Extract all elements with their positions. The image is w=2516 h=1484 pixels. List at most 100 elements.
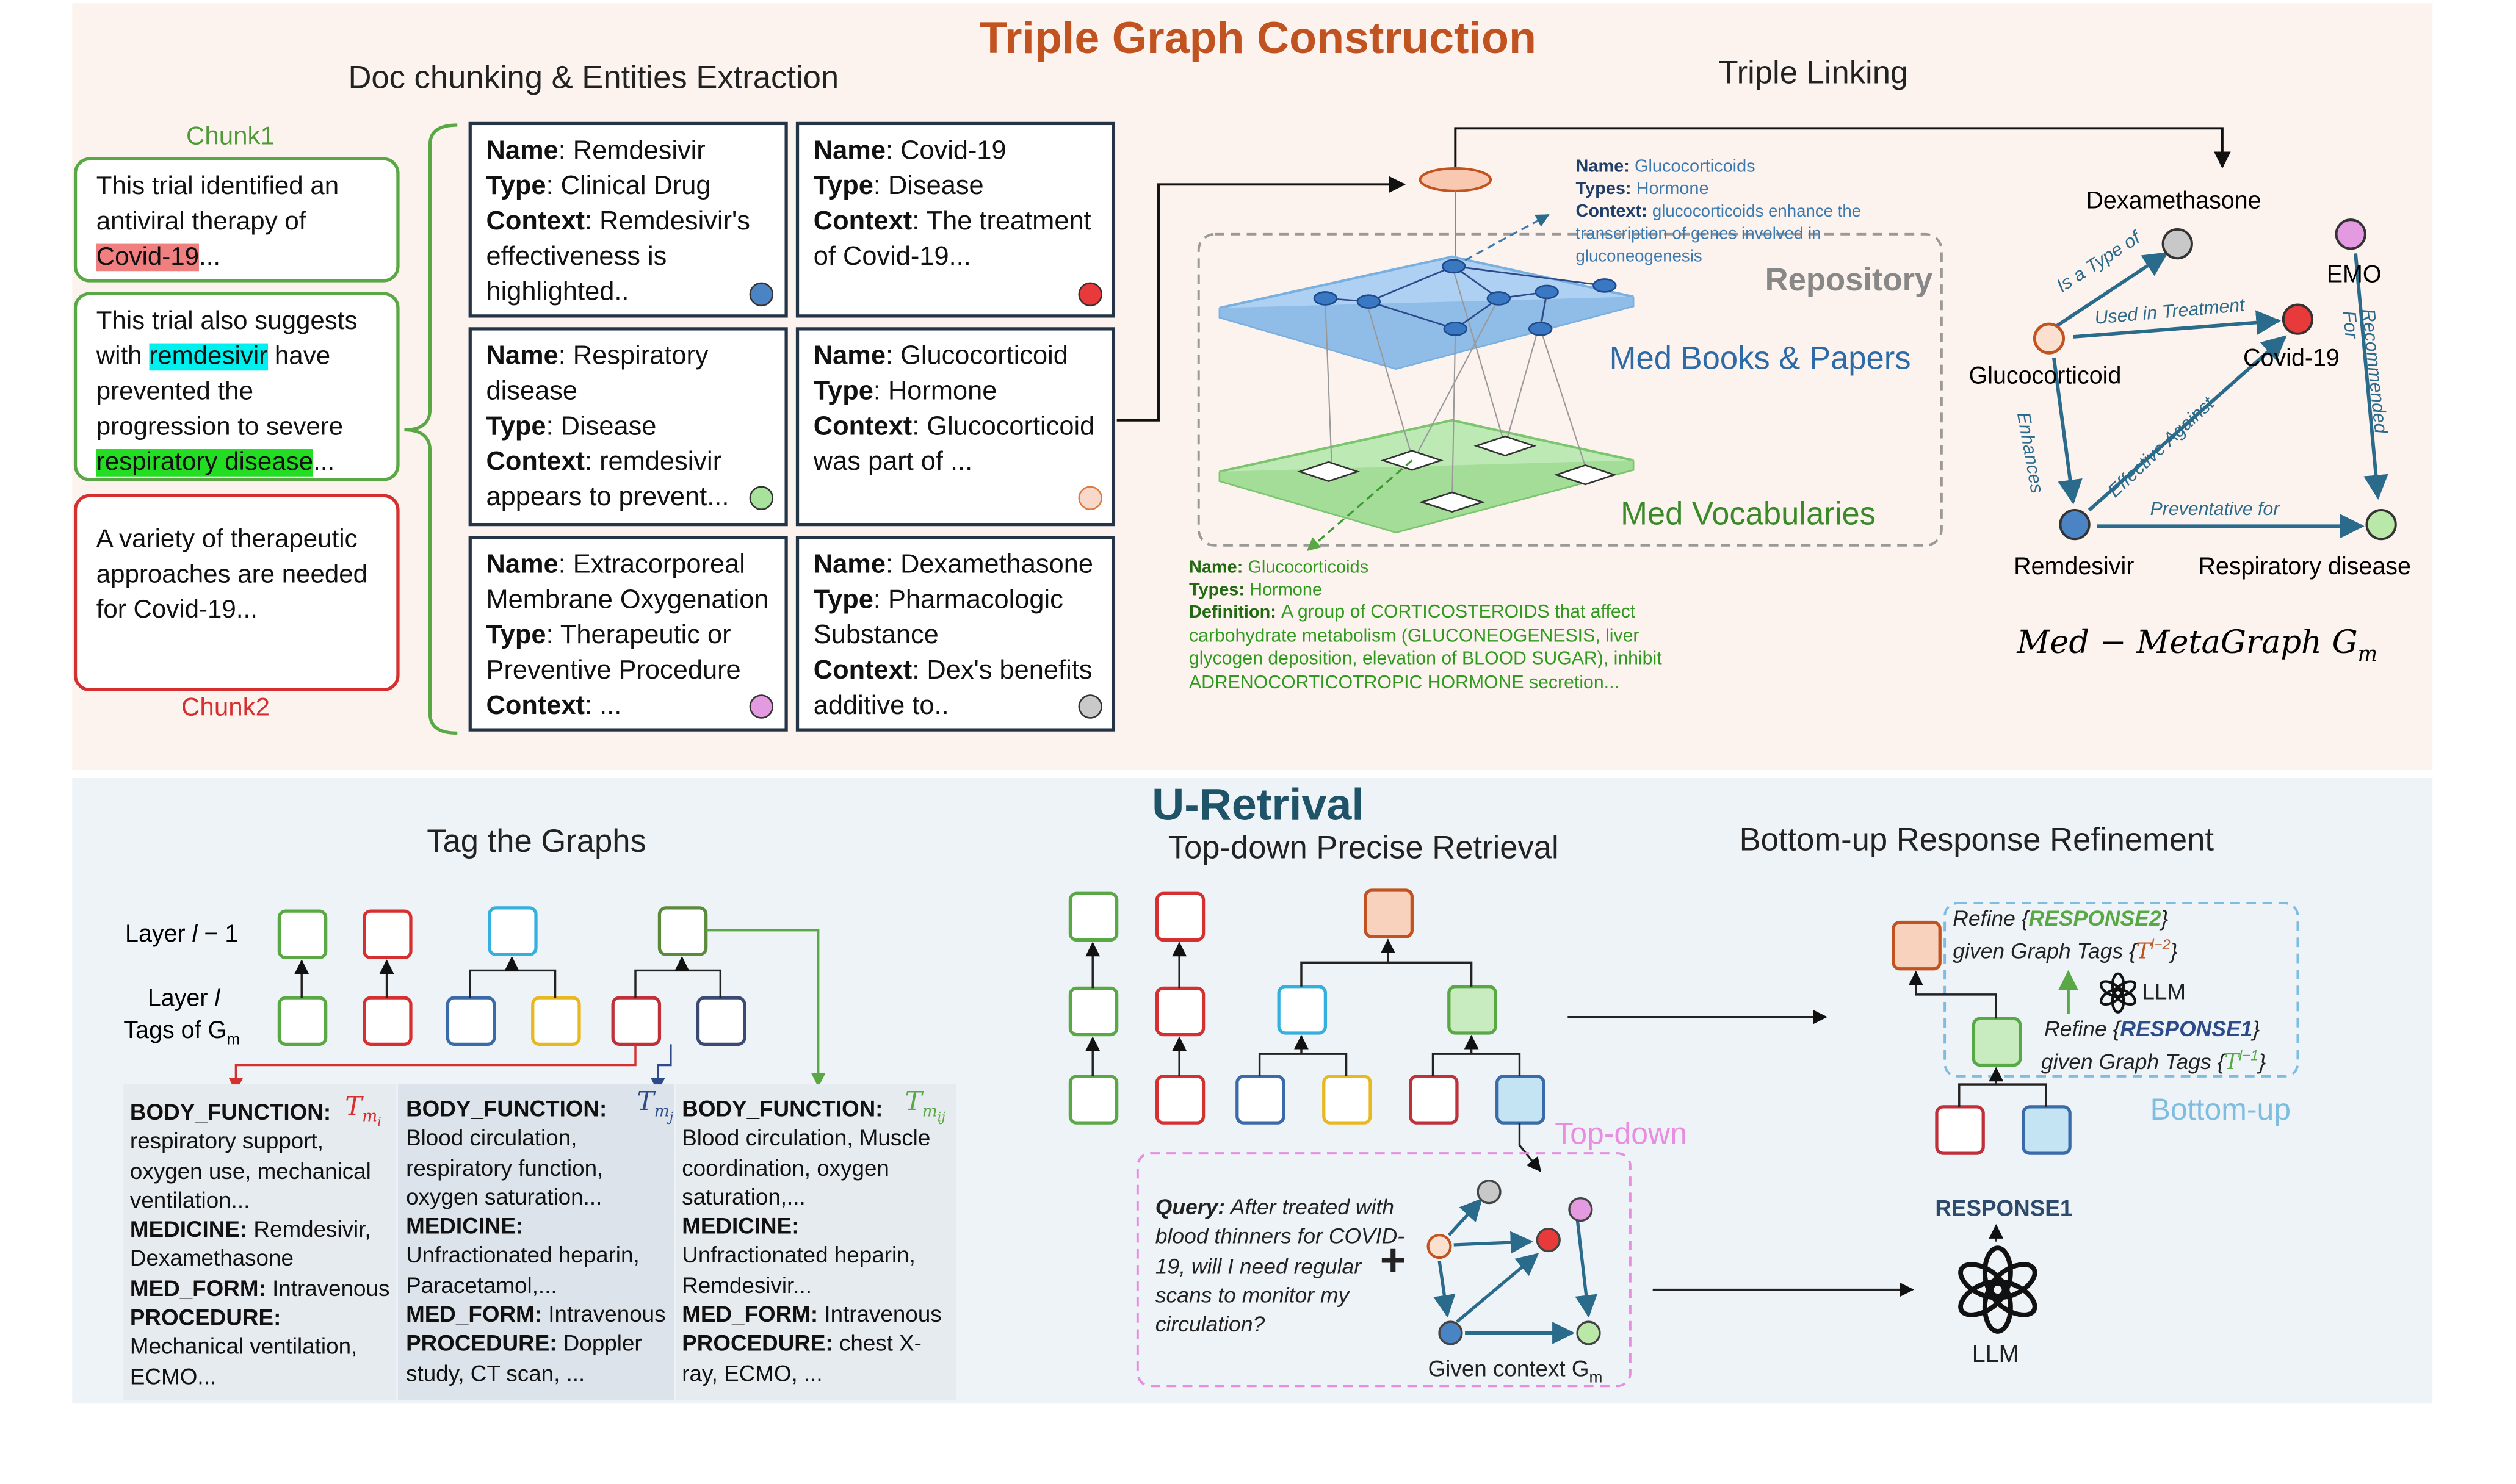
given1-sup: l−1	[2239, 1047, 2259, 1064]
node-dexamethasone-dot	[2161, 228, 2193, 260]
ctx-node-pink	[1568, 1197, 1593, 1222]
entity-context: Glucocorticoid was part of ...	[813, 412, 1095, 477]
top-down-label: Top-down	[1555, 1118, 1687, 1152]
node-glucocorticoid-dot	[2033, 322, 2066, 355]
node-dexamethasone-label: Dexamethasone	[2086, 187, 2261, 215]
node-covid-label: Covid-19	[2243, 345, 2340, 372]
tag-key: PROCEDURE	[129, 1304, 274, 1330]
info-name: Glucocorticoids	[1634, 157, 1755, 177]
tag-j: j	[669, 1110, 674, 1125]
tag-value: Unfractionated heparin, Paracetamol,...	[406, 1242, 640, 1298]
vocab-callout	[1306, 459, 1413, 552]
layer-l: l	[214, 985, 220, 1012]
tag-graph-boxes	[277, 906, 746, 1046]
node-respiratory-dot	[2365, 508, 2397, 541]
tag-m: m	[654, 1104, 670, 1122]
label-type: Type	[486, 171, 546, 201]
llm-small-label: LLM	[2142, 978, 2186, 1004]
entity-context: ...	[599, 691, 622, 721]
highlight-covid: Covid-19	[96, 243, 200, 272]
refine-tree-edges	[1908, 970, 2047, 1242]
label-context: Context	[486, 207, 585, 236]
entity-card-remdesivir: Name: Remdesivir Type: Clinical Drug Con…	[468, 121, 788, 318]
tag-key: MEDICINE	[406, 1212, 516, 1239]
label-context: Context	[486, 691, 585, 721]
tags-of-label: Tags of Gm	[123, 1017, 240, 1050]
chunk2-text: A variety of therapeutic approaches are …	[73, 494, 400, 692]
tags-of-sub: m	[226, 1031, 240, 1050]
bottom-up-subtitle: Bottom-up Response Refinement	[1739, 823, 2214, 859]
entity-name: Remdesivir	[573, 136, 706, 165]
books-info: Name: Glucocorticoids Types: Hormone Con…	[1575, 157, 1862, 267]
chunk2-text-a: This trial also suggests with	[96, 308, 358, 371]
tag-value: Intravenous	[272, 1275, 390, 1301]
layer-prev-minus: − 1	[197, 920, 239, 948]
info-types: Hormone	[1636, 179, 1709, 199]
node-emo-dot	[2335, 218, 2366, 250]
entity-dot-blue	[749, 282, 774, 307]
entity-card-ecmo: Name: Extracorporeal Membrane Oxygenatio…	[468, 536, 788, 732]
label-name: Name	[813, 341, 886, 371]
context-graph-edges	[1433, 1198, 1597, 1344]
tag-m: m	[922, 1104, 938, 1122]
layer-prev-label: Layer l − 1	[125, 921, 238, 948]
tag-arrow-red	[228, 1044, 637, 1092]
entity-context: The treatment of Covid-19...	[813, 207, 1091, 272]
refine1-b: RESPONSE1	[2120, 1017, 2253, 1042]
label-context: Context	[813, 412, 913, 441]
bottom-up-label: Bottom-up	[2150, 1093, 2291, 1128]
refine2-a: Refine {	[1953, 906, 2029, 931]
query-text: Query: After treated with blood thinners…	[1155, 1194, 1412, 1340]
metagraph-edges	[2051, 251, 2388, 539]
repository-label: Repository	[1765, 263, 1933, 298]
given1-close: }	[2258, 1050, 2266, 1074]
entity-type: Clinical Drug	[560, 171, 711, 201]
refine2-b: RESPONSE2	[2028, 906, 2161, 931]
chunk1-text: This trial identified an antiviral thera…	[96, 173, 339, 236]
query-body: After treated with blood thinners for CO…	[1155, 1195, 1405, 1337]
chunk2-ellipsis: ...	[313, 449, 335, 477]
info-name-label: Name	[1188, 558, 1237, 578]
tag-value: Doppler study, CT scan, ...	[406, 1330, 642, 1386]
entity-type: Disease	[560, 412, 657, 441]
ctx-node-red	[1536, 1227, 1561, 1253]
llm-large-label: LLM	[1972, 1341, 2019, 1369]
doc-chunking-subtitle: Doc chunking & Entities Extraction	[348, 60, 839, 96]
tag-ij: ij	[937, 1110, 945, 1125]
tag-col-bg-2	[397, 1084, 674, 1400]
refine-response2: Refine {RESPONSE2}	[1953, 906, 2168, 930]
triple-linking-subtitle: Triple Linking	[1718, 56, 1909, 92]
entity-context: Dex's benefits additive to..	[813, 656, 1093, 721]
refine1-c: }	[2252, 1017, 2260, 1042]
retrieval-tree-edges	[1085, 938, 1914, 1297]
refine1-a: Refine {	[2044, 1017, 2120, 1042]
vocab-info: Name: Glucocorticoids Types: Hormone Def…	[1188, 558, 1662, 693]
label-name: Name	[813, 136, 886, 165]
entity-card-glucocorticoid: Name: Glucocorticoid Type: Hormone Conte…	[795, 327, 1116, 527]
tag-key: BODY_FUNCTION	[129, 1098, 324, 1125]
repository-box	[1197, 232, 1943, 547]
vocab-nodes	[1297, 435, 1617, 513]
tag-value: Mechanical ventilation, ECMO...	[129, 1333, 358, 1389]
label-type: Type	[813, 376, 873, 406]
node-glucocorticoid-label: Glucocorticoid	[1968, 362, 2122, 390]
layer-word: Layer	[147, 985, 215, 1012]
tag-key: BODY_FUNCTION	[406, 1095, 600, 1122]
highlight-respiratory: respiratory disease	[96, 449, 314, 477]
label-type: Type	[813, 585, 873, 614]
label-type: Type	[486, 621, 546, 650]
entity-name: Extracorporeal Membrane Oxygenation	[486, 550, 769, 614]
metagraph-arrow	[1454, 127, 2231, 169]
tag-value: respiratory support, oxygen use, mechani…	[129, 1128, 371, 1213]
tag-value: Remdesivir, Dexamethasone	[129, 1216, 371, 1272]
metagraph-caption: Med − MetaGraph Gm	[2017, 622, 2377, 668]
metagraph-caption-sub: m	[2357, 643, 2378, 668]
label-context: Context	[813, 656, 913, 685]
plus-sign: +	[1379, 1235, 1406, 1285]
refine-response1: Refine {RESPONSE1}	[2044, 1017, 2260, 1041]
entity-name: Respiratory disease	[486, 341, 709, 406]
metagraph-caption-text: Med − MetaGraph G	[2017, 622, 2358, 661]
layer-prev-l: l	[192, 920, 198, 948]
chunk2-text-b: have prevented the progression to severe	[96, 343, 344, 441]
